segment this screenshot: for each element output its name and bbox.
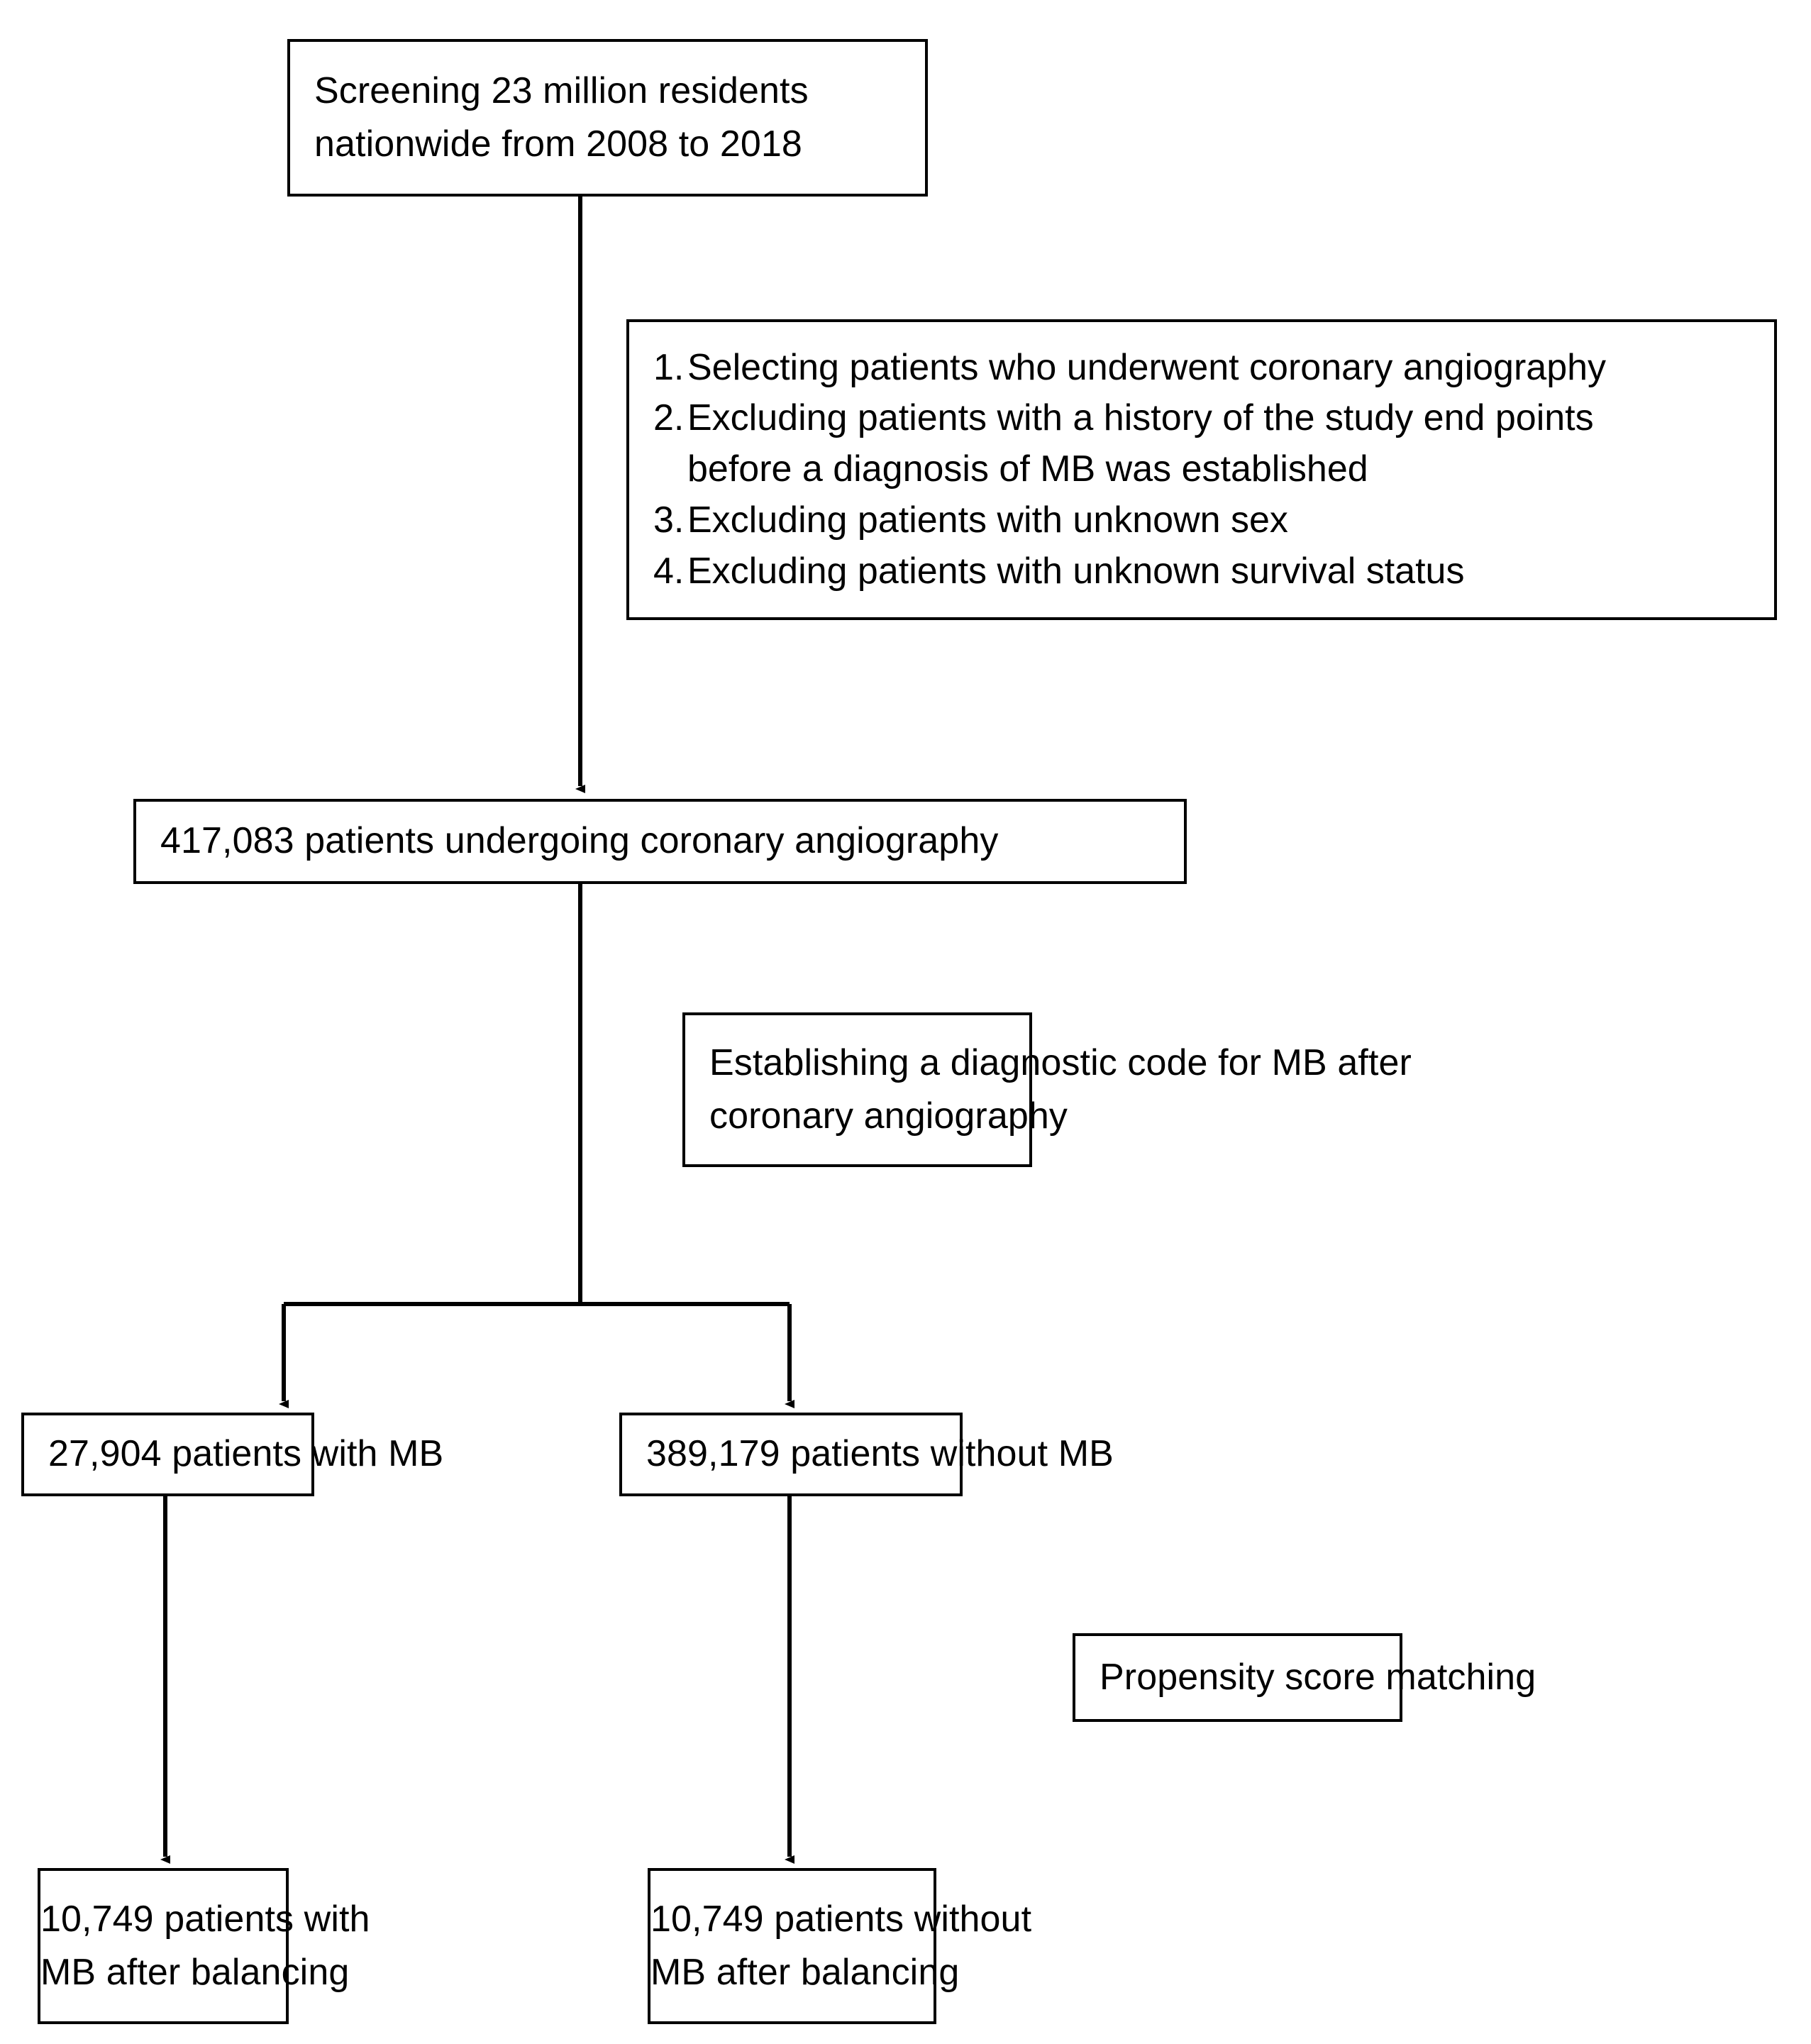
node-patients-with-mb: 27,904 patients with MB <box>21 1413 444 1496</box>
node-screening-line-2: nationwide from 2008 to 2018 <box>314 123 802 165</box>
list-item-label: Excluding patients with unknown survival… <box>687 550 1465 592</box>
node-exclusion-criteria: 1.Selecting patients who underwent coron… <box>626 319 1777 620</box>
list-item: 4.Excluding patients with unknown surviv… <box>653 546 1761 597</box>
list-item-label: Excluding patients with a history of the… <box>687 397 1594 439</box>
list-item: 3.Excluding patients with unknown sex <box>653 495 1761 546</box>
node-establishing-diagnostic-code: Establishing a diagnostic code for MB af… <box>682 1012 1412 1167</box>
list-item-number: 1. <box>653 346 685 388</box>
node-balanced-with-mb-line-1: 10,749 patients with <box>40 1898 370 1940</box>
node-cohort-total-line-1: 417,083 patients undergoing coronary ang… <box>160 820 999 862</box>
node-screening: Screening 23 million residents nationwid… <box>287 39 928 197</box>
list-item-label: Selecting patients who underwent coronar… <box>687 346 1607 388</box>
list-item: 2.Excluding patients with a history of t… <box>653 393 1761 444</box>
node-balanced-without-mb-line-2: MB after balancing <box>650 1952 960 1993</box>
list-item-label: Excluding patients with unknown sex <box>687 499 1288 541</box>
node-cohort-total: 417,083 patients undergoing coronary ang… <box>133 799 1187 884</box>
node-patients-without-mb-line-1: 389,179 patients without MB <box>646 1433 1114 1475</box>
node-balanced-without-mb-line-1: 10,749 patients without <box>650 1898 1032 1940</box>
node-establishing-line-2: coronary angiography <box>709 1095 1068 1137</box>
list-item-number: 4. <box>653 550 685 592</box>
node-establishing-line-1: Establishing a diagnostic code for MB af… <box>709 1042 1412 1083</box>
node-patients-without-mb: 389,179 patients without MB <box>619 1413 1114 1496</box>
node-balanced-with-mb: 10,749 patients with MB after balancing <box>38 1868 370 2024</box>
node-propensity-score-matching: Propensity score matching <box>1073 1633 1536 1722</box>
list-item: 1.Selecting patients who underwent coron… <box>653 343 1761 394</box>
list-item-number: 2. <box>653 397 685 439</box>
node-balanced-with-mb-line-2: MB after balancing <box>40 1952 350 1993</box>
exclusion-criteria-list: 1.Selecting patients who underwent coron… <box>653 343 1761 597</box>
node-screening-line-1: Screening 23 million residents <box>314 70 809 111</box>
list-item-continuation: before a diagnosis of MB was established <box>653 444 1761 495</box>
list-item-continuation-label: before a diagnosis of MB was established <box>687 448 1368 490</box>
list-item-number: 3. <box>653 499 685 541</box>
node-propensity-line-1: Propensity score matching <box>1100 1656 1536 1698</box>
node-balanced-without-mb: 10,749 patients without MB after balanci… <box>648 1868 1032 2024</box>
node-patients-with-mb-line-1: 27,904 patients with MB <box>48 1433 444 1475</box>
